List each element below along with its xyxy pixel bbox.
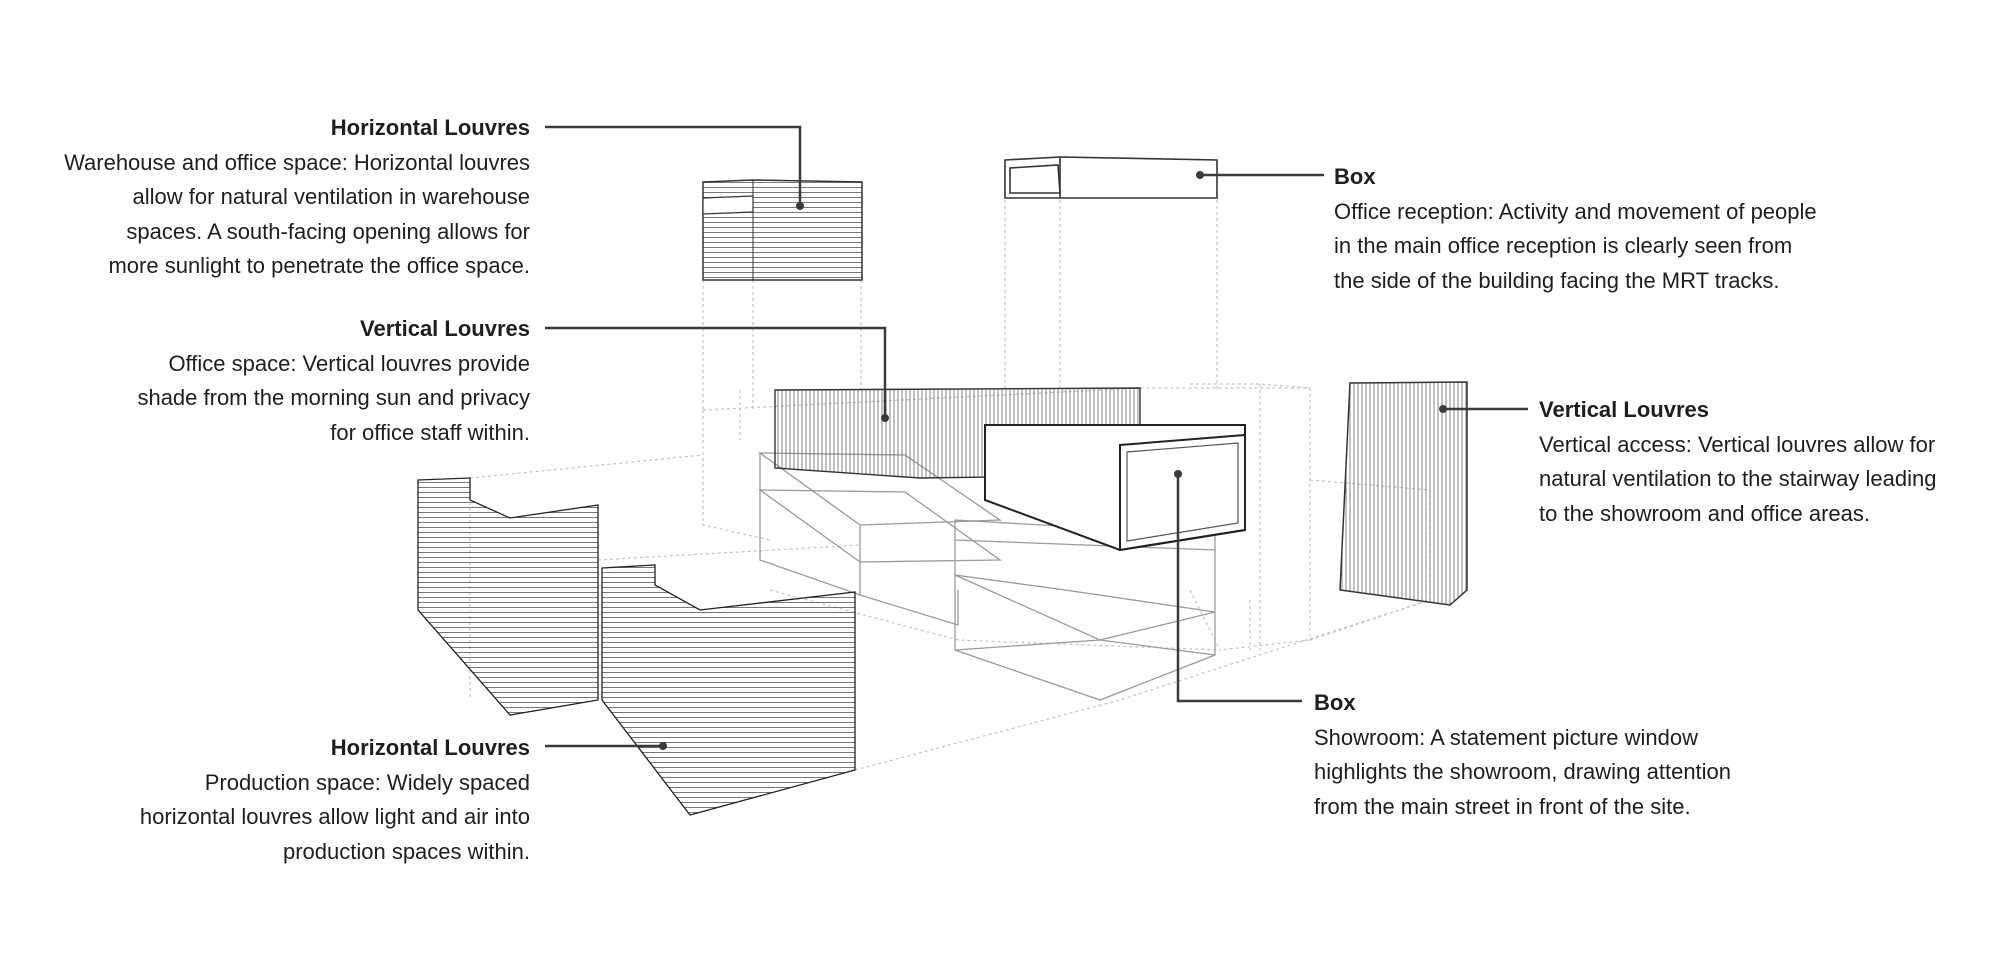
callout-stair-louvres: Vertical Louvres Vertical access: Vertic… (1539, 393, 1979, 531)
callout-line: allow for natural ventilation in warehou… (132, 184, 530, 209)
callout-line: Office reception: Activity and movement … (1334, 198, 1817, 224)
showroom-box (984, 424, 1246, 552)
leader-line-warehouse (545, 125, 802, 206)
stair-vertical-louvres (1339, 381, 1468, 606)
callout-line: Production space: Widely spaced (204, 769, 530, 795)
callout-line: shade from the morning sun and privacy (137, 385, 530, 410)
callout-production-louvres: Horizontal Louvres Production space: Wid… (10, 731, 530, 869)
callout-line: horizontal louvres allow light and air i… (139, 804, 530, 829)
callout-line: more sunlight to penetrate the office sp… (108, 253, 530, 278)
callout-title: Horizontal Louvres (330, 115, 530, 140)
reception-box (1004, 156, 1218, 199)
callout-line: highlights the showroom, drawing attenti… (1314, 759, 1732, 784)
callout-line: in the main office reception is clearly … (1334, 233, 1793, 258)
callout-line: for office staff within. (330, 419, 530, 445)
callout-showroom-box: Box Showroom: A statement picture window… (1314, 686, 1814, 824)
leader-lines (545, 125, 1528, 748)
callout-warehouse-louvres: Horizontal Louvres Warehouse and office … (10, 111, 530, 284)
production-louvre-block-right (601, 564, 856, 816)
production-louvre-block-left (417, 477, 599, 716)
callout-line: Office space: Vertical louvres provide (168, 350, 530, 376)
floor-slabs (757, 452, 1216, 701)
callout-reception-box: Box Office reception: Activity and movem… (1334, 160, 1854, 298)
callout-line: the side of the building facing the MRT … (1334, 267, 1780, 293)
callout-title: Vertical Louvres (360, 316, 530, 341)
leader-dots (659, 171, 1447, 750)
callout-line: production spaces within. (282, 838, 530, 864)
callout-line: spaces. A south-facing opening allows fo… (126, 218, 530, 244)
callout-title: Horizontal Louvres (330, 735, 530, 760)
leader-line-office (545, 326, 887, 418)
callout-title: Box (1334, 164, 1376, 189)
leader-line-showroom (1176, 474, 1302, 703)
callout-line: Warehouse and office space: Horizontal l… (64, 149, 530, 175)
callout-line: natural ventilation to the stairway lead… (1539, 466, 1937, 491)
warehouse-louvre-block (702, 179, 863, 281)
callout-line: Vertical access: Vertical louvres allow … (1539, 431, 1936, 457)
callout-title: Vertical Louvres (1539, 397, 1709, 422)
callout-line: to the showroom and office areas. (1539, 500, 1871, 526)
callout-line: Showroom: A statement picture window (1314, 724, 1698, 750)
callout-line: from the main street in front of the sit… (1314, 793, 1691, 819)
callout-office-louvres: Vertical Louvres Office space: Vertical … (10, 312, 530, 450)
callout-title: Box (1314, 690, 1356, 715)
